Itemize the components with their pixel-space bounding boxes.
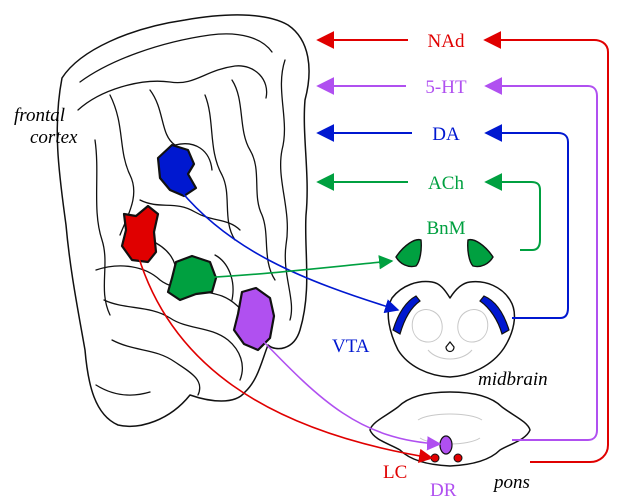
bnm-left: [396, 240, 421, 267]
pons-label: pons: [492, 472, 530, 493]
vta-label: VTA: [332, 336, 370, 357]
pons-section: [370, 392, 530, 466]
brain-outline: [57, 15, 309, 426]
midbrain-outline: [388, 282, 514, 377]
dr-label: DR: [430, 480, 457, 497]
frontal-cortex-label-line2: cortex: [30, 127, 78, 148]
nad-label: NAd: [428, 31, 465, 52]
ach-label: ACh: [428, 173, 464, 194]
lc-label: LC: [383, 462, 407, 483]
5ht-label: 5-HT: [425, 77, 467, 98]
pons-outline: [370, 392, 530, 466]
bnm-nuclei: [396, 240, 493, 267]
ach-loop: [486, 182, 540, 250]
midbrain-label: midbrain: [478, 369, 548, 390]
brain-drawing: [57, 15, 309, 426]
nad-loop: [485, 40, 608, 462]
lc-nucleus-right: [454, 454, 462, 462]
lc-nucleus-left: [431, 454, 439, 462]
noradrenaline-region: [122, 206, 158, 262]
midbrain-section: [388, 282, 514, 377]
dr-nucleus: [440, 436, 452, 454]
frontal-cortex-label-line1: frontal: [14, 105, 65, 126]
da-label: DA: [432, 124, 460, 145]
bnm-right: [468, 240, 493, 267]
bnm-label: BnM: [426, 218, 465, 239]
